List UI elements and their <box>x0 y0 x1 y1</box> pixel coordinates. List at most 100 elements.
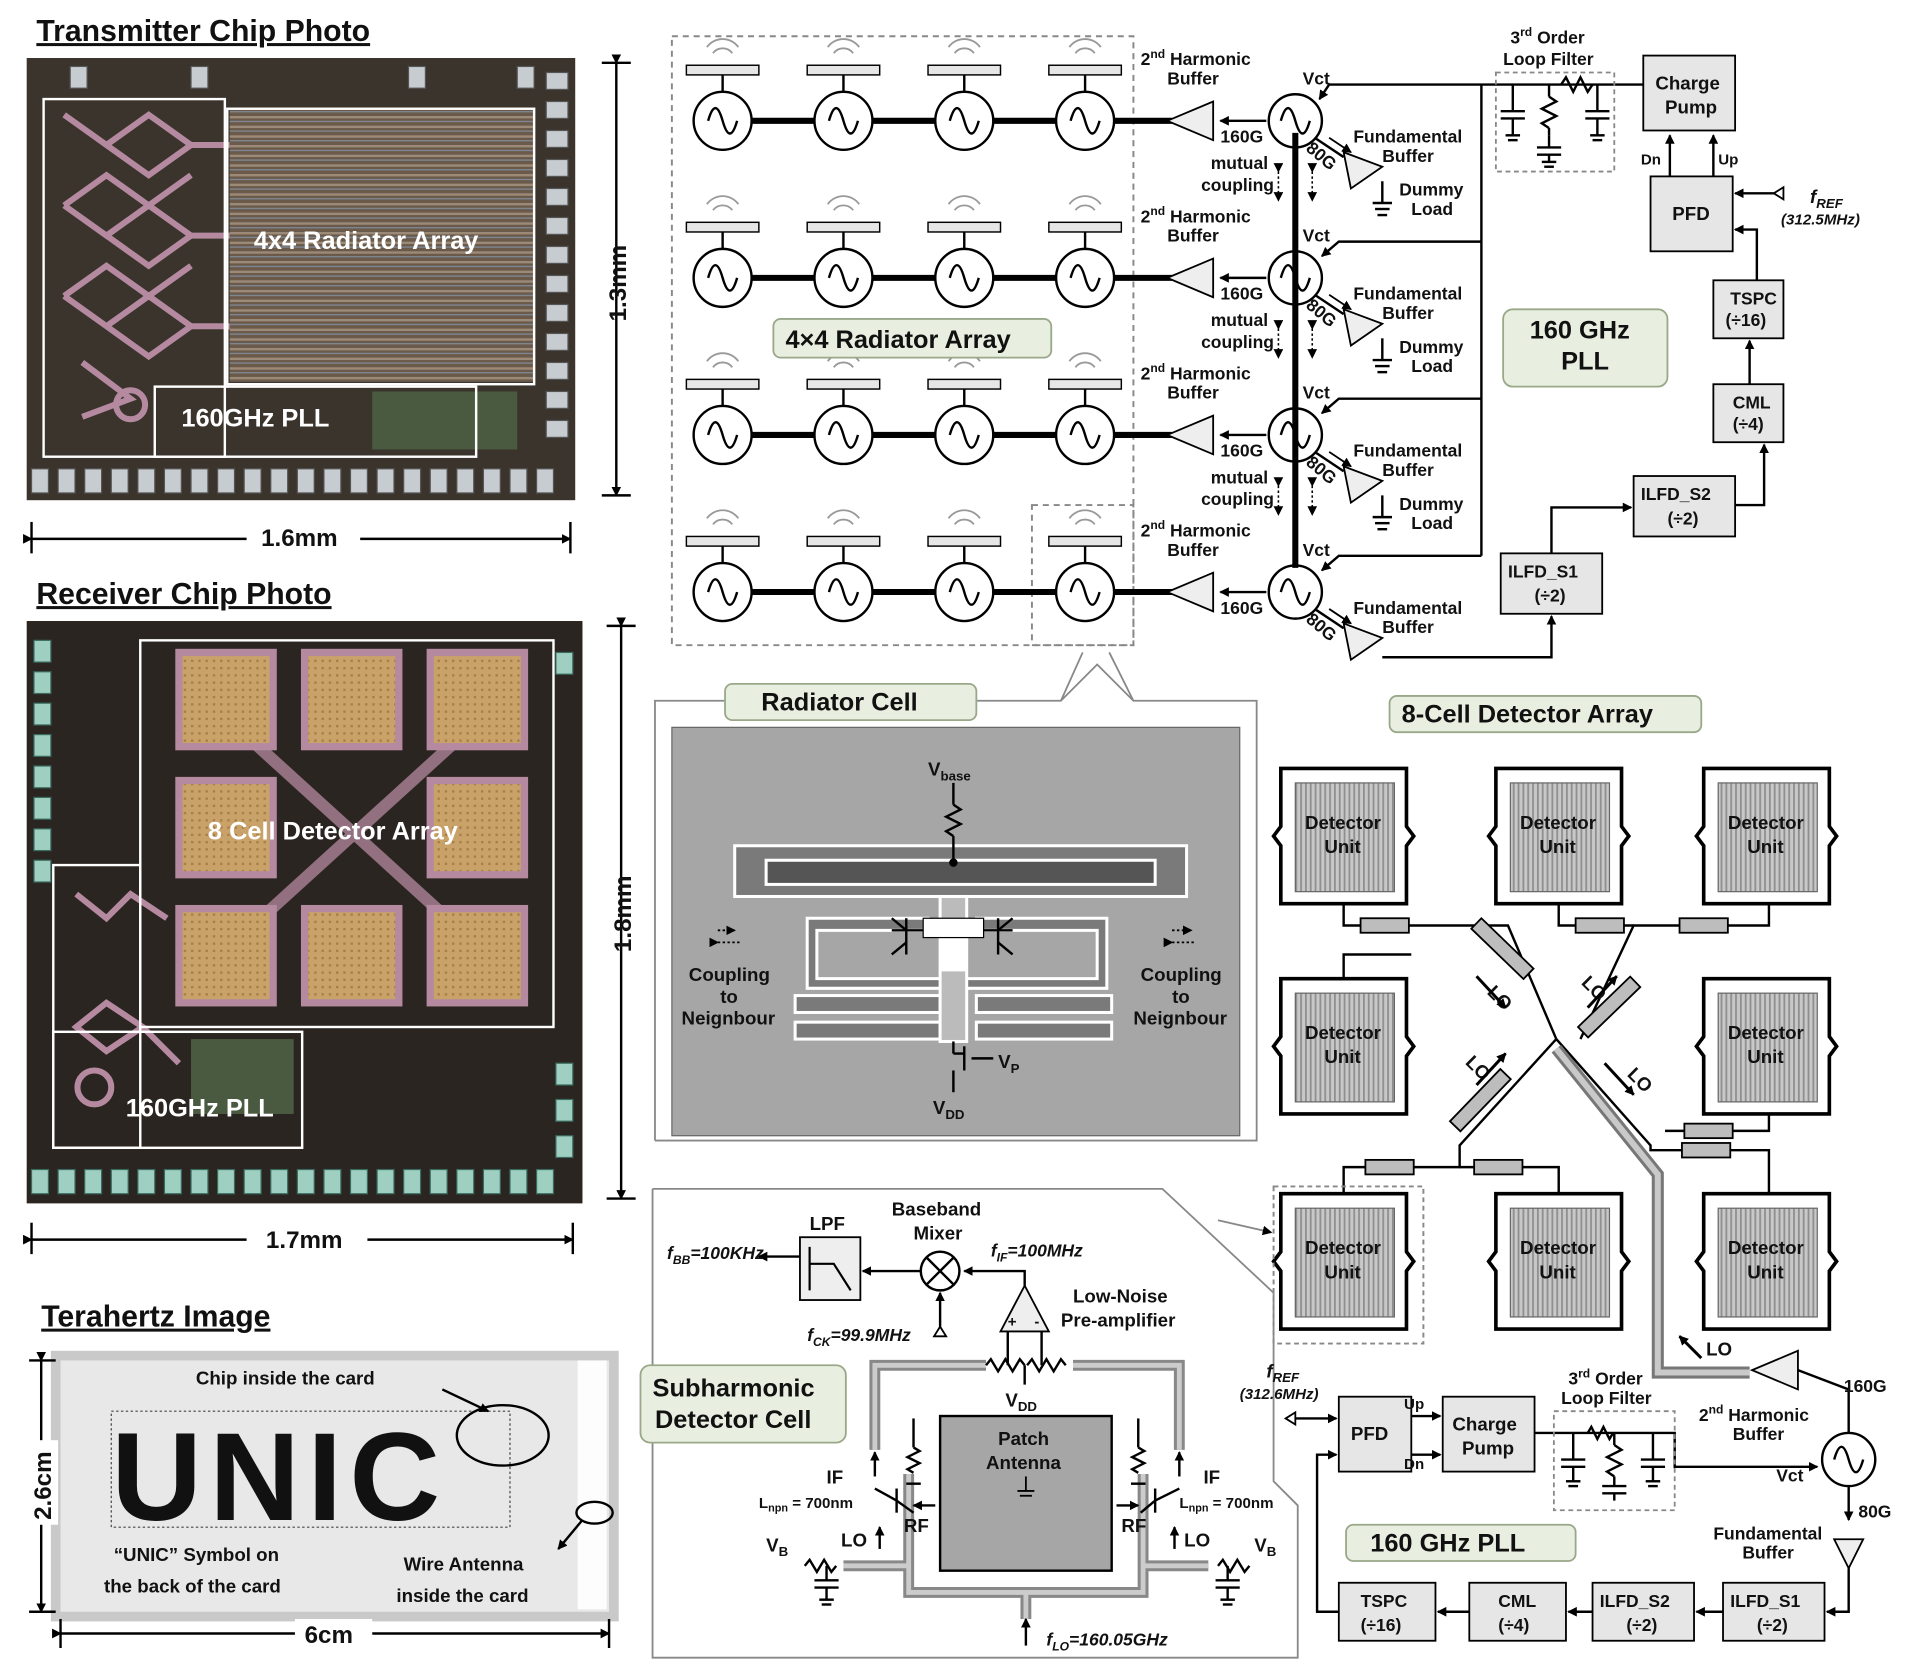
tx-fund-label-1: Fundamental <box>1353 441 1462 461</box>
sine-wave-icon <box>1069 263 1101 292</box>
radiator-row: 2nd HarmonicBuffer160GVct80GFundamentalB… <box>685 509 1482 662</box>
transmitter-pll-outline <box>42 97 227 458</box>
tx-pll-tag-line2: PLL <box>1561 348 1609 376</box>
radiator-oscillator <box>927 38 1002 152</box>
detector-unit-label-2: Unit <box>1539 836 1575 857</box>
tx-fund-label-2: Buffer <box>1382 146 1434 166</box>
tx-cml-label: CML <box>1733 392 1771 412</box>
unic-terahertz-text: UNIC <box>111 1406 447 1547</box>
radiator-vbase-label: Vbase <box>928 759 971 784</box>
detector-array-title: 8-Cell Detector Array <box>1402 701 1653 729</box>
tx-ilfd-s2-block <box>1632 475 1737 538</box>
wire-antenna-ellipse <box>575 1500 614 1525</box>
receiver-array-outline <box>139 639 555 1029</box>
tx-dummy-load-2: Load <box>1411 199 1453 219</box>
sine-wave-icon <box>1069 106 1101 135</box>
tx-loop-filter-components <box>1500 74 1610 168</box>
tx-ilfd-s2-label: ILFD_S2 <box>1641 484 1711 504</box>
receiver-detector-pads <box>175 648 529 1007</box>
tx-fund-label-1: Fundamental <box>1353 127 1462 147</box>
transmitter-pad-ring <box>30 65 569 494</box>
tx-harmonic-label: 2nd Harmonic <box>1141 204 1251 226</box>
rx-charge-pump-label-1: Charge <box>1452 1414 1517 1435</box>
detector-unit-label-2: Unit <box>1324 836 1360 857</box>
receiver-pll-outline <box>52 1030 304 1150</box>
transmitter-pll-traces <box>62 111 230 423</box>
tx-fund-label-2: Buffer <box>1382 303 1434 323</box>
tx-harmonic-label: 2nd Harmonic <box>1141 518 1251 540</box>
rx-loop-filter-label-2: Loop Filter <box>1561 1388 1652 1408</box>
tx-fundamental-buffer <box>1342 464 1385 505</box>
detector-unit-label-1: Detector <box>1305 1022 1381 1043</box>
tx-harmonic-buffer <box>1164 100 1215 142</box>
receiver-photo-panel: Receiver Chip Photo <box>23 578 637 1255</box>
detector-unit-label-2: Unit <box>1747 836 1783 857</box>
det-vdd-label: VDD <box>1005 1389 1037 1414</box>
mutual-coupling-label-1: mutual <box>1211 467 1268 487</box>
tx-vct-label: Vct <box>1303 69 1330 89</box>
detector-array-tag <box>1388 695 1703 734</box>
rx-ilfd-s1-block <box>1722 1581 1826 1642</box>
rx-fundamental-buffer <box>1832 1538 1865 1571</box>
radiator-oscillator <box>806 195 881 309</box>
receiver-array-label: 8 Cell Detector Array <box>208 818 458 846</box>
tx-loop-filter-label-2: Loop Filter <box>1503 49 1594 69</box>
transmitter-array-area <box>229 108 535 382</box>
rx-up-label: Up <box>1404 1396 1424 1413</box>
terahertz-card-image <box>55 1355 614 1617</box>
radiator-cell-tag <box>724 682 978 722</box>
radiation-waves-icon <box>706 195 740 211</box>
sine-wave-icon <box>827 263 860 292</box>
vb-left-label: VB <box>766 1534 788 1559</box>
tx-harmonic-label-2: Buffer <box>1167 69 1219 89</box>
sine-wave-icon <box>706 421 739 449</box>
tx-fundamental-buffer <box>1342 307 1385 348</box>
radiator-row: 2nd HarmonicBuffer160GVct80GFundamentalB… <box>685 352 1482 533</box>
sine-wave-icon <box>948 421 980 449</box>
tx-fund-label-2: Buffer <box>1382 617 1434 637</box>
transmitter-schematic: 2nd HarmonicBuffer160GVct80GFundamentalB… <box>670 25 1860 662</box>
terahertz-image-title: Terahertz Image <box>41 1301 270 1334</box>
tx-pfd-block <box>1649 175 1734 253</box>
detector-cell-panel: Subharmonic Detector Cell LPF fBB=100KHz… <box>639 1187 1299 1659</box>
receiver-photo-title: Receiver Chip Photo <box>36 578 331 611</box>
radiator-vdd-label: VDD <box>933 1097 965 1122</box>
radiator-oscillator <box>685 195 760 309</box>
tx-vct-label: Vct <box>1303 383 1330 403</box>
detector-unit-label-1: Detector <box>1728 812 1804 833</box>
radiation-waves-icon <box>827 509 860 525</box>
terahertz-width-label: 6cm <box>305 1622 353 1649</box>
tx-dn-label: Dn <box>1641 151 1661 168</box>
radiation-waves-icon <box>706 352 740 368</box>
radiator-cell-core <box>940 937 967 972</box>
rx-loop-filter-box <box>1552 1410 1676 1512</box>
wire-antenna-note-line1: Wire Antenna <box>404 1554 524 1575</box>
lpf-label: LPF <box>810 1213 845 1234</box>
rx-fref-label: fREF <box>1266 1360 1300 1385</box>
receiver-pad-ring <box>30 639 574 1195</box>
detector-unit-label-1: Detector <box>1520 1237 1596 1258</box>
radiator-coupling-right-1: Coupling <box>1141 964 1222 985</box>
radiator-array-tag <box>772 318 1053 359</box>
detector-transistors <box>803 1418 1251 1606</box>
radiation-waves-icon <box>947 509 981 525</box>
vb-right-label: VB <box>1254 1534 1276 1559</box>
terahertz-image-panel: Terahertz Image UNIC Chip inside the car… <box>24 1301 619 1651</box>
detector-cell-title-1: Subharmonic <box>653 1375 815 1403</box>
radiator-coupling-right-3: Neignbour <box>1133 1008 1227 1029</box>
tx-dummy-load-1: Dummy <box>1399 180 1463 200</box>
detector-cell-highlight-box <box>1272 1185 1425 1345</box>
radiation-waves-icon <box>947 195 981 211</box>
tx-fref-value: (312.5MHz) <box>1781 212 1860 229</box>
radiator-cell-title: Radiator Cell <box>761 688 917 716</box>
lo-right-label: LO <box>1184 1530 1210 1551</box>
radiator-oscillator <box>1048 38 1123 152</box>
receiver-pll-block <box>191 1039 294 1114</box>
detector-unit-label-2: Unit <box>1324 1261 1360 1282</box>
fbb-label: fBB=100KHz <box>667 1243 764 1267</box>
rx-lo-label: LO <box>1706 1339 1732 1360</box>
receiver-pll-label: 160GHz PLL <box>126 1094 274 1122</box>
